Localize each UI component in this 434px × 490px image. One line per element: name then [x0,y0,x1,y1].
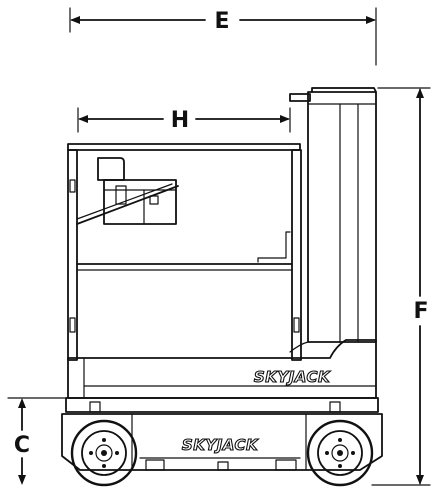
control-box [76,157,179,225]
mast [289,87,377,343]
dimension-label-c: C [14,433,30,458]
dimension-label-f: F [413,299,428,324]
lower-brand-logo: SKYJACK [182,436,259,454]
dimension-e: E [69,7,377,66]
dimension-f: F [371,87,431,486]
rear-wheel [306,419,374,487]
platform-guardrail [67,143,302,361]
dimension-label-e: E [214,9,229,34]
front-wheel [70,419,138,487]
upper-brand-logo: SKYJACK [254,368,331,386]
platform-deck: SKYJACK [67,339,377,399]
chassis: SKYJACK [61,397,383,471]
dimension-c: C [7,397,67,485]
dimension-label-h: H [171,108,189,133]
dimension-h: H [77,107,291,133]
